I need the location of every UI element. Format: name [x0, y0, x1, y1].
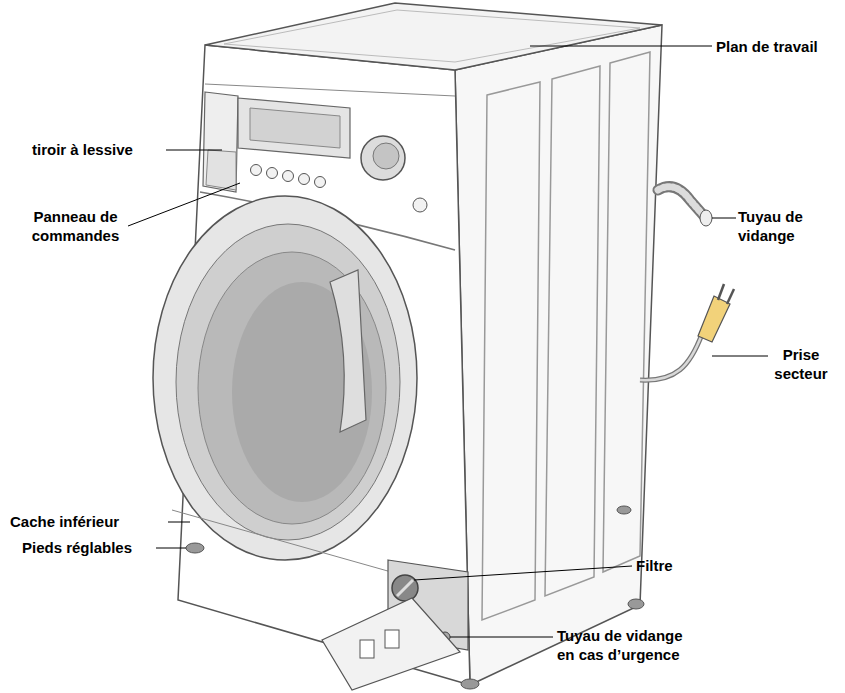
door-glass [198, 252, 386, 524]
power-cord [640, 334, 702, 380]
program-knob [361, 136, 405, 180]
leader-line [712, 356, 768, 357]
part-label: Prise secteur [766, 345, 836, 383]
filter-cap [392, 575, 418, 601]
drain-hose [658, 187, 704, 216]
filter-slot [397, 580, 413, 596]
side-rib [545, 66, 600, 596]
leader-line [168, 522, 190, 523]
adjustable-foot [617, 506, 631, 514]
plug [698, 296, 730, 342]
drawer-handle [206, 150, 236, 190]
adjustable-foot [628, 599, 644, 609]
leader-line [530, 46, 712, 47]
flap-clip [360, 640, 374, 658]
display [238, 98, 350, 158]
power-cord-core [640, 334, 702, 380]
drain-hose-ribs [658, 187, 704, 216]
worktop [205, 3, 662, 70]
part-label: Plan de travail [716, 37, 841, 56]
display-screen [250, 108, 340, 148]
adjustable-foot [186, 543, 204, 553]
knob-center [373, 143, 399, 169]
leader-line [414, 566, 632, 580]
front-panel [178, 45, 470, 685]
button [315, 177, 326, 188]
flap-clip [385, 630, 399, 648]
button [251, 165, 262, 176]
leader-line [450, 637, 553, 638]
plug-pin [727, 289, 734, 304]
side-rib [482, 82, 540, 620]
adjustable-foot [461, 679, 479, 689]
hose-end [700, 210, 712, 226]
button [283, 171, 294, 182]
door-frame [153, 196, 417, 560]
part-label: Cache inférieur [10, 512, 170, 531]
panel-edge [205, 84, 455, 96]
plug-pin [718, 284, 724, 300]
part-label: Tuyau de vidange [738, 207, 828, 245]
power-button [413, 198, 427, 212]
door-ring [176, 224, 400, 540]
door-handle [330, 270, 366, 432]
leader-line [712, 218, 736, 219]
leader-line [166, 150, 222, 151]
worktop-rim [224, 10, 640, 62]
part-label: tiroir à lessive [32, 140, 167, 159]
button [267, 168, 278, 179]
part-label: Filtre [636, 556, 716, 575]
side-panel [455, 25, 662, 685]
part-label: Pieds réglables [22, 538, 162, 557]
part-label: Tuyau de vidange en cas d’urgence [557, 626, 697, 664]
leader-line [128, 183, 240, 226]
side-rib [603, 52, 650, 572]
detergent-drawer [203, 92, 238, 192]
filter-flap [322, 598, 460, 690]
leader-line [156, 548, 186, 549]
part-label: Panneau de commandes [18, 207, 133, 245]
button [299, 174, 310, 185]
